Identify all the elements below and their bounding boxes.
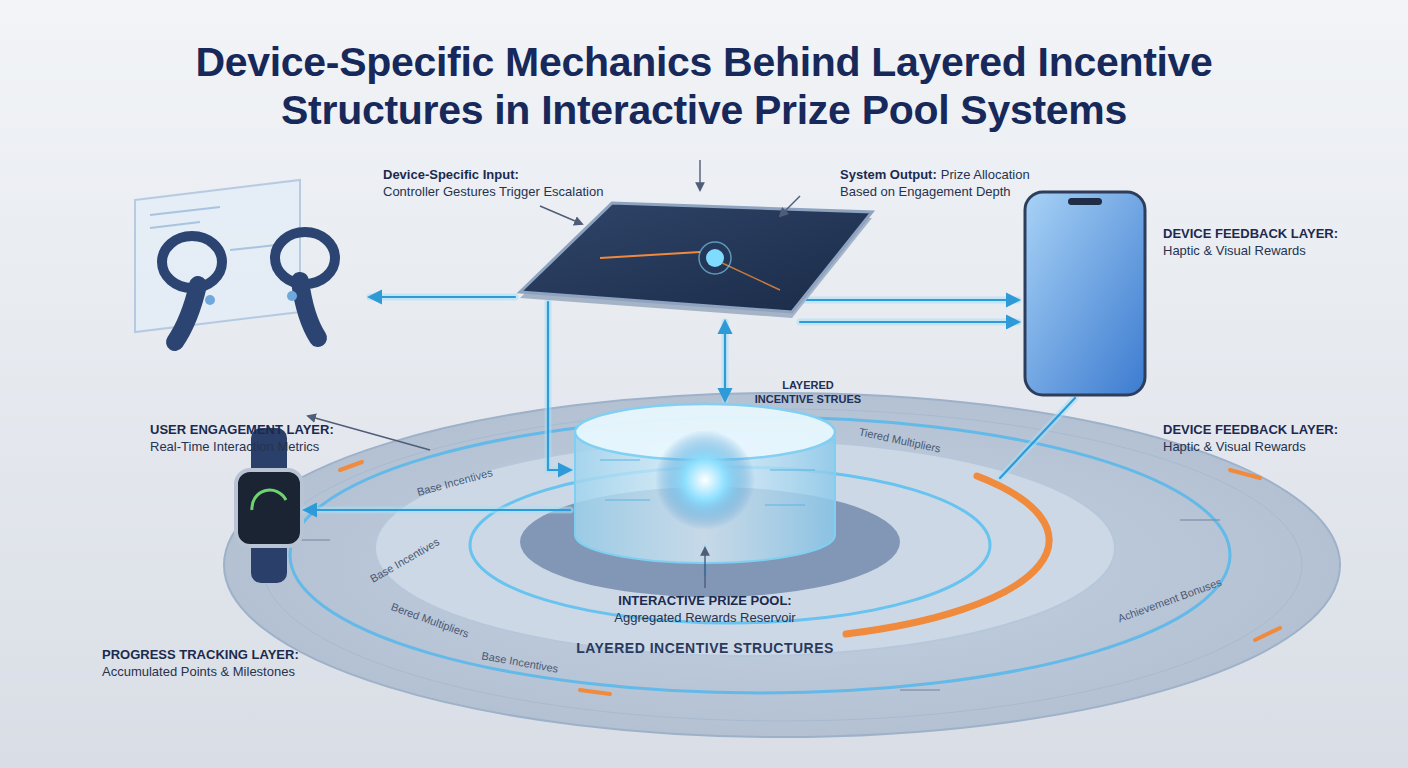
- callout: System Output:Prize Allocation Based on …: [840, 166, 1068, 200]
- callout: DEVICE FEEDBACK LAYER:Haptic & Visual Re…: [1163, 421, 1383, 455]
- callout-text: LAYERED INCENTIVE STRUES: [753, 378, 863, 406]
- callout-heading: Device-Specific Input:: [383, 166, 663, 183]
- callout: Device-Specific Input:Controller Gesture…: [383, 166, 663, 200]
- diagram-title: Device-Specific Mechanics Behind Layered…: [54, 38, 1354, 134]
- callout: LAYERED INCENTIVE STRUES: [753, 378, 863, 406]
- callout: LAYERED INCENTIVE STRUCTURES: [576, 640, 834, 657]
- callout-text: Haptic & Visual Rewards: [1163, 242, 1383, 259]
- callout-text: Real-Time Interaction Metrics: [150, 438, 380, 455]
- callout: INTERACTIVE PRIZE POOL:Aggregated Reward…: [575, 592, 835, 626]
- callout-text: Aggregated Rewards Reservoir: [575, 609, 835, 626]
- callout-heading: DEVICE FEEDBACK LAYER:: [1163, 225, 1383, 242]
- callout: USER ENGAGEMENT LAYER:Real-Time Interact…: [150, 421, 380, 455]
- callout-heading: INTERACTIVE PRIZE POOL:: [575, 592, 835, 609]
- callout-heading: PROGRESS TRACKING LAYER:: [102, 646, 342, 663]
- callout-heading: System Output:: [840, 167, 937, 182]
- callout-text: LAYERED INCENTIVE STRUCTURES: [576, 640, 834, 657]
- callout-heading: DEVICE FEEDBACK LAYER:: [1163, 421, 1383, 438]
- callout: DEVICE FEEDBACK LAYER:Haptic & Visual Re…: [1163, 225, 1383, 259]
- callout-text: Accumulated Points & Milestones: [102, 663, 342, 680]
- callout-text: Controller Gestures Trigger Escalation: [383, 183, 663, 200]
- callout-heading: USER ENGAGEMENT LAYER:: [150, 421, 380, 438]
- callout-text: Haptic & Visual Rewards: [1163, 438, 1383, 455]
- callout: PROGRESS TRACKING LAYER:Accumulated Poin…: [102, 646, 342, 680]
